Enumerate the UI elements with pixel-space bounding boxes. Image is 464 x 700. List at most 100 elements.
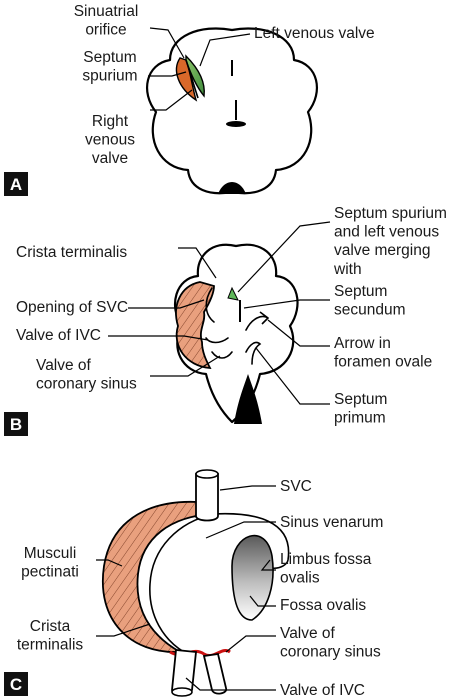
leader-opening-svc	[128, 299, 205, 309]
label-valve-ivc-c: Valve of IVC	[280, 682, 365, 699]
label-septum-primum: Septum primum	[334, 391, 387, 427]
panel-letter-a-box	[4, 172, 28, 196]
leader-sinuatrial	[149, 27, 185, 59]
leader-fossa-ovalis	[249, 595, 276, 607]
label-line: Valve of	[280, 625, 336, 642]
leader-pectinati	[96, 559, 123, 567]
leader-crista-b	[178, 247, 217, 279]
label-line: Left venous valve	[254, 25, 375, 42]
label-crista-terminalis-b: Crista terminalis	[16, 244, 127, 261]
apex-b	[234, 374, 262, 424]
label-line: Fossa ovalis	[280, 597, 366, 614]
label-line: foramen ovale	[334, 354, 432, 371]
label-line: Valve of	[36, 357, 92, 374]
panel-c: SVC Sinus venarum Musculi pectinati Limbu…	[4, 469, 383, 699]
label-line: Limbus fossa	[280, 551, 372, 568]
panel-letter-b-box	[4, 412, 28, 436]
label-line: Sinuatrial	[74, 3, 139, 20]
label-line: with	[333, 261, 362, 278]
label-line: Right	[92, 113, 129, 130]
svc-opening-b	[205, 287, 215, 323]
label-line: valve	[92, 150, 128, 167]
label-line: Valve of IVC	[280, 682, 365, 699]
label-limbus-fossa-ovalis: Limbus fossa ovalis	[280, 551, 372, 587]
ivc-tube	[171, 649, 227, 697]
label-line: Sinus venarum	[280, 514, 383, 531]
coronary-valve-b	[211, 351, 233, 359]
septum-spurium-merge-b	[227, 286, 239, 301]
leader-limbus	[260, 559, 276, 571]
label-line: primum	[334, 410, 386, 427]
septum-primum-b	[245, 341, 262, 365]
label-line: Septum	[334, 283, 387, 300]
label-svc: SVC	[280, 478, 312, 495]
leader-crista-c	[96, 623, 151, 637]
leader-arrow	[267, 319, 330, 347]
label-line: orifice	[85, 22, 126, 39]
leader-coronary-b	[150, 355, 221, 377]
label-line: Septum spurium	[334, 205, 447, 222]
label-line: secundum	[334, 302, 406, 319]
label-line: spurium	[82, 68, 137, 85]
panel-b: Crista terminalis Opening of SVC Valve o…	[4, 205, 447, 436]
sinuatrial-orifice-shape	[185, 59, 199, 99]
svc-tube	[195, 469, 219, 522]
label-line: Arrow in	[334, 335, 391, 352]
label-sinus-venarum: Sinus venarum	[280, 514, 383, 531]
label-valve-ivc-b: Valve of IVC	[16, 327, 101, 344]
leader-valve-ivc-b	[108, 335, 209, 341]
label-left-venous-valve: Left venous valve	[254, 25, 375, 42]
sinuatrial-valve-group	[175, 54, 205, 102]
leader-septum-spurium	[148, 71, 187, 77]
leader-coronary-c	[225, 635, 276, 653]
leader-left-valve	[199, 33, 251, 67]
label-septum-spurium: Septum spurium	[82, 49, 137, 85]
leader-ivc-c	[185, 677, 276, 691]
label-line: valve merging	[334, 242, 431, 259]
leader-svc	[219, 485, 276, 491]
label-line: SVC	[280, 478, 312, 495]
musculi-pectinati-wall	[101, 500, 217, 653]
label-line: Valve of IVC	[16, 327, 101, 344]
label-septum-secundum: Septum secundum	[334, 283, 406, 319]
label-line: Crista terminalis	[16, 244, 127, 261]
leader-secundum	[243, 299, 330, 309]
label-musculi-pectinati: Musculi pectinati	[21, 545, 79, 581]
label-arrow-foramen-ovale: Arrow in foramen ovale	[334, 335, 432, 371]
label-line: Crista	[30, 618, 71, 635]
label-fossa-ovalis: Fossa ovalis	[280, 597, 366, 614]
foramen-arrowhead-b	[259, 311, 269, 325]
apex-a	[218, 182, 246, 194]
label-valve-coronary-sinus-c: Valve of coronary sinus	[280, 625, 381, 661]
label-line: and left venous	[334, 224, 439, 241]
av-canal-a	[226, 121, 246, 127]
panel-a: Sinuatrial orifice Septum spurium Right ven…	[4, 3, 375, 196]
panel-letter-c-box	[4, 672, 28, 696]
label-line: venous	[85, 132, 135, 149]
label-sinuatrial-orifice: Sinuatrial orifice	[74, 3, 139, 39]
label-coronary-sinus-b: Valve of coronary sinus	[36, 357, 137, 393]
label-line: ovalis	[280, 570, 320, 587]
label-line: coronary sinus	[280, 644, 381, 661]
leader-right-valve	[150, 89, 193, 111]
label-line: pectinati	[21, 564, 79, 581]
panel-letter-b: B	[10, 415, 22, 434]
label-line: coronary sinus	[36, 376, 137, 393]
label-line: terminalis	[17, 637, 84, 654]
crista-terminalis-c	[149, 513, 215, 653]
panel-letter-a: A	[10, 175, 22, 194]
panel-letter-c: C	[10, 675, 22, 694]
label-crista-terminalis-c: Crista terminalis	[17, 618, 84, 654]
label-line: Musculi	[24, 545, 77, 562]
label-line: Septum	[334, 391, 387, 408]
label-line: Opening of SVC	[16, 299, 128, 316]
heart-outline-a	[146, 27, 318, 195]
label-opening-svc: Opening of SVC	[16, 299, 128, 316]
leader-primum	[255, 347, 330, 405]
fossa-ovalis	[231, 534, 274, 621]
leader-spurium-merge	[237, 221, 331, 293]
leader-sinus-venarum	[205, 521, 276, 539]
label-line: Septum	[83, 49, 136, 66]
